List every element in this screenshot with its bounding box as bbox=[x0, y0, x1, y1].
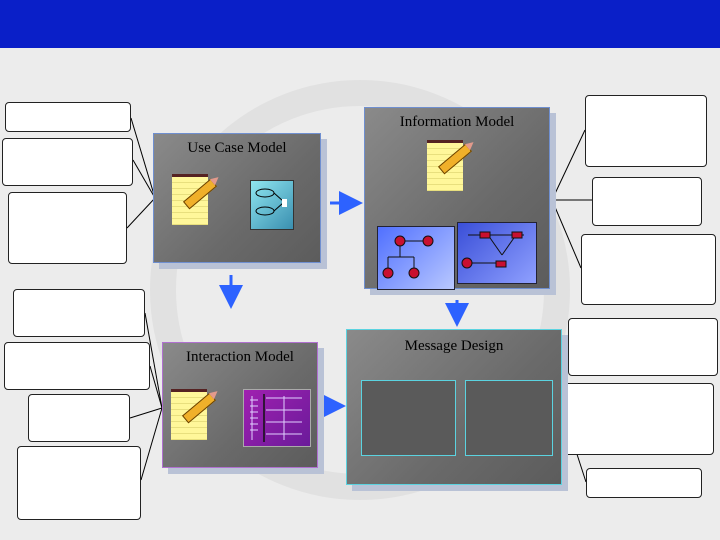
title-bar bbox=[0, 0, 720, 48]
information-model: Information Model bbox=[364, 107, 550, 290]
information-model-title: Information Model bbox=[399, 114, 515, 130]
note-box-right-5 bbox=[562, 383, 714, 455]
note-box-left-4 bbox=[13, 289, 145, 337]
use-case-diagram-icon bbox=[250, 180, 294, 230]
note-box-right-4 bbox=[568, 318, 718, 376]
interaction-diagram-icon bbox=[243, 389, 311, 447]
message-part-box-right bbox=[465, 380, 553, 456]
note-box-right-3 bbox=[581, 234, 716, 305]
message-design-title: Message Design bbox=[404, 338, 504, 354]
note-box-left-7 bbox=[17, 446, 141, 520]
message-design: Message Design bbox=[346, 329, 562, 485]
note-box-left-2 bbox=[2, 138, 133, 186]
relationship-diagram-icon bbox=[457, 222, 537, 284]
use-case-model-title: Use Case Model bbox=[187, 140, 287, 156]
interaction-model-title: Interaction Model bbox=[186, 349, 294, 365]
note-box-left-3 bbox=[8, 192, 127, 264]
notepad-pencil-icon bbox=[172, 174, 208, 225]
class-diagram-icon bbox=[377, 226, 455, 290]
note-box-left-6 bbox=[28, 394, 130, 442]
interaction-model: Interaction Model bbox=[162, 342, 318, 468]
note-box-left-1 bbox=[5, 102, 131, 132]
note-box-left-5 bbox=[4, 342, 150, 390]
note-box-right-1 bbox=[585, 95, 707, 167]
message-part-box-left bbox=[361, 380, 456, 456]
note-box-right-2 bbox=[592, 177, 702, 226]
note-box-right-6 bbox=[586, 468, 702, 498]
use-case-model: Use Case Model bbox=[153, 133, 321, 263]
